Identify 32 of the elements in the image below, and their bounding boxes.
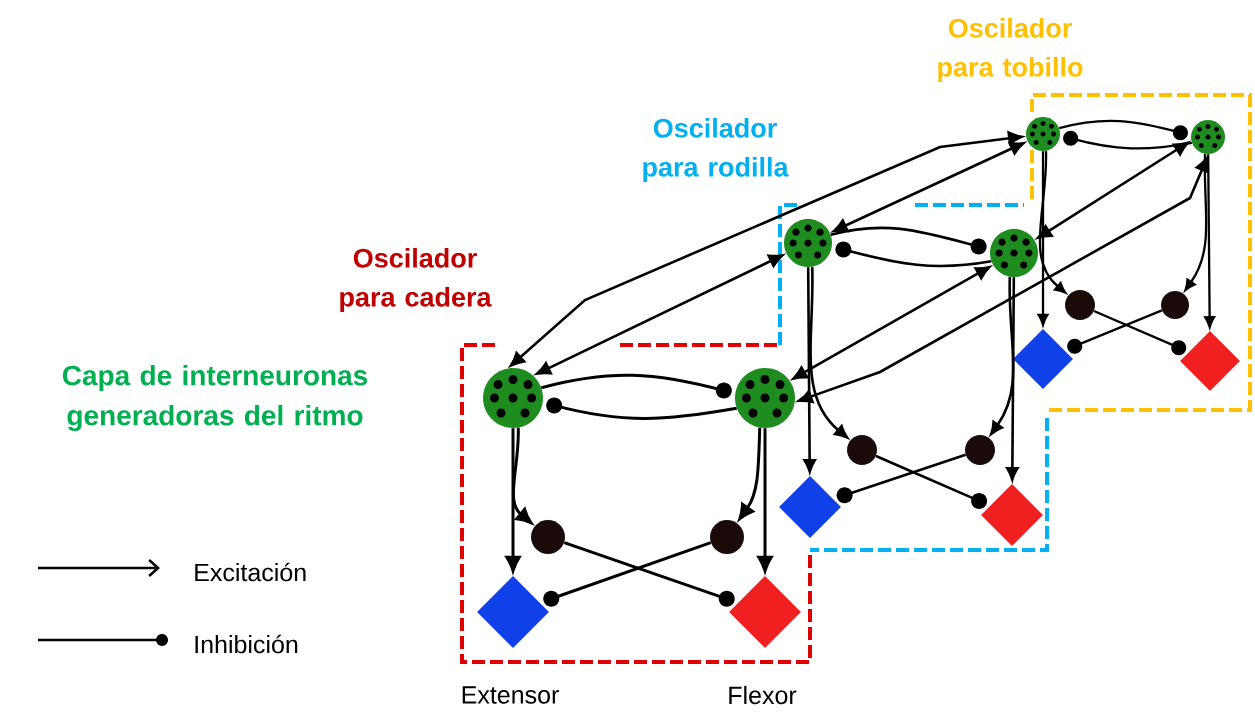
column-label: Flexor xyxy=(729,685,797,705)
arrow xyxy=(738,427,762,521)
inhibitory-connector xyxy=(1058,119,1188,141)
column-label: Extensor xyxy=(462,686,559,704)
interneuron-circle xyxy=(965,435,995,465)
legend-label: Inhibición xyxy=(195,634,298,654)
interneuron-circle xyxy=(531,520,565,554)
motor-neuron-diamond xyxy=(729,576,801,648)
arrow xyxy=(757,428,773,573)
oscillator-title: Oscilador para cadera xyxy=(340,247,492,313)
spotted-neuron xyxy=(1026,117,1060,151)
motor-neuron-diamond xyxy=(477,576,549,648)
oscillator-title: Oscilador para tobillo xyxy=(938,17,1083,83)
oscillator-title: Oscilador para rodilla xyxy=(643,117,789,183)
arrow xyxy=(511,427,533,525)
spotted-neuron xyxy=(1191,120,1225,154)
inhibitory-connector xyxy=(563,541,735,607)
arrow xyxy=(505,428,521,573)
inhibitory-connector xyxy=(546,397,737,420)
spotted-neuron xyxy=(735,368,795,428)
inhibitory-connector xyxy=(836,453,966,504)
inhibitory-connector xyxy=(541,373,732,399)
motor-neuron-diamond xyxy=(779,476,841,538)
motor-neuron-diamond xyxy=(981,484,1043,546)
layer-label: Capa de interneuronas generadoras del ritmo xyxy=(62,364,368,432)
inhibitory-connector xyxy=(875,454,988,509)
inhibitory-connector xyxy=(543,541,712,607)
inhibitory-connector xyxy=(1063,130,1193,150)
legend-label: Excitación xyxy=(195,562,306,582)
interneuron-circle xyxy=(710,520,744,554)
spotted-neuron xyxy=(483,368,543,428)
interneuron-circle xyxy=(847,435,877,465)
